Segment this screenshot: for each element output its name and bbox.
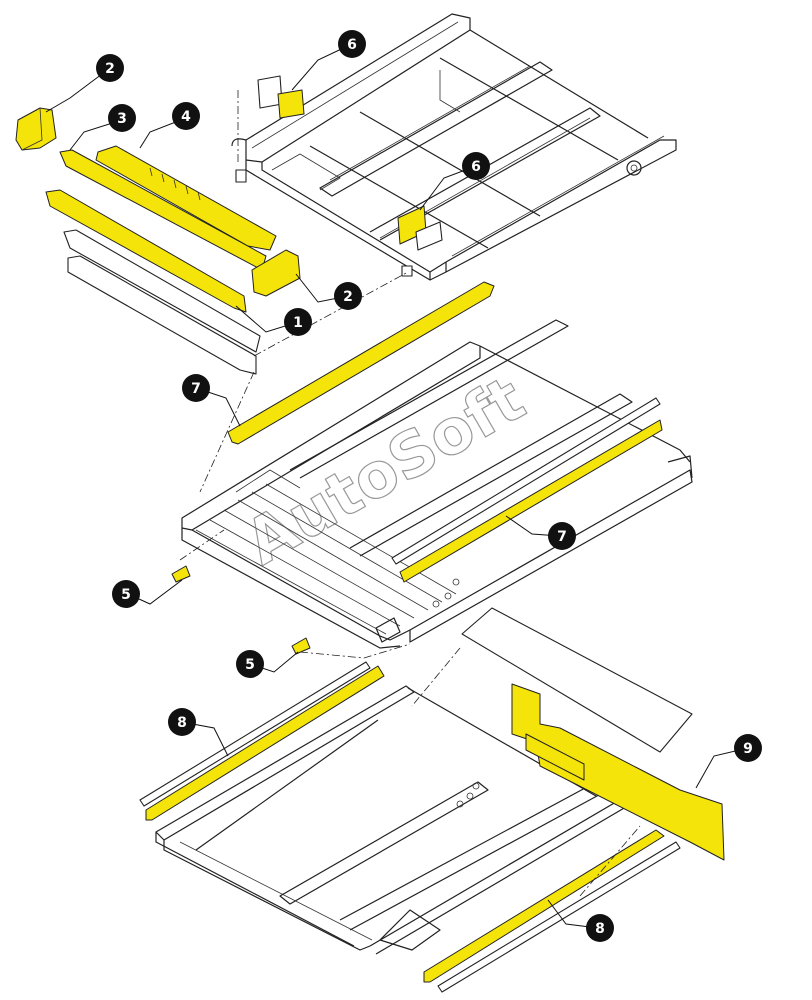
part-8-rail-left xyxy=(139,661,385,821)
callout-c8a: 8 xyxy=(168,708,196,736)
callout-circle xyxy=(462,152,490,180)
callout-label: 7 xyxy=(557,529,567,545)
part-7-rail-upper xyxy=(227,281,495,445)
callout-circle xyxy=(182,374,210,402)
callout-c7b: 7 xyxy=(548,522,576,550)
part-5-clip-upper xyxy=(171,565,191,583)
part-6-plate-upper xyxy=(257,75,305,119)
callout-circle xyxy=(112,580,140,608)
callout-label: 8 xyxy=(177,715,187,731)
callout-label: 7 xyxy=(191,381,201,397)
callout-label: 3 xyxy=(117,111,127,127)
middle-frame xyxy=(181,319,693,649)
callout-c2b: 2 xyxy=(334,282,362,310)
callout-label: 4 xyxy=(181,109,191,125)
callout-circle xyxy=(172,102,200,130)
part-9-panel-assembly xyxy=(461,607,725,861)
callout-c6b: 6 xyxy=(462,152,490,180)
lower-sill-rail xyxy=(63,229,261,375)
part-5-clip-lower xyxy=(291,637,311,655)
callout-circle xyxy=(168,708,196,736)
upper-frame xyxy=(231,13,677,281)
callout-circle xyxy=(96,54,124,82)
callout-label: 9 xyxy=(743,741,753,757)
callout-circle xyxy=(586,914,614,942)
callouts: 1 2 2 3 4 5 5 6 6 7 7 8 8 9 xyxy=(96,30,762,942)
callout-circle xyxy=(338,30,366,58)
callout-c6a: 6 xyxy=(338,30,366,58)
part-6-plate-lower xyxy=(397,205,443,251)
callout-circle xyxy=(334,282,362,310)
part-1-rail xyxy=(45,189,247,313)
callout-circle xyxy=(108,104,136,132)
callout-label: 2 xyxy=(343,289,353,305)
part-4-rail xyxy=(95,145,277,251)
lower-frame xyxy=(155,685,649,955)
callout-c2a: 2 xyxy=(96,54,124,82)
callout-c8b: 8 xyxy=(586,914,614,942)
part-7-rail-lower xyxy=(391,397,663,583)
callout-label: 5 xyxy=(245,657,255,673)
callout-c5b: 5 xyxy=(236,650,264,678)
callout-c3: 3 xyxy=(108,104,136,132)
part-2-bracket-left xyxy=(15,107,57,151)
callout-label: 6 xyxy=(347,37,357,53)
callout-c9: 9 xyxy=(734,734,762,762)
callout-circle xyxy=(284,308,312,336)
callout-c4: 4 xyxy=(172,102,200,130)
callout-label: 8 xyxy=(595,921,605,937)
callout-label: 5 xyxy=(121,587,131,603)
callout-label: 2 xyxy=(105,61,115,77)
callout-circle xyxy=(734,734,762,762)
callout-circle xyxy=(548,522,576,550)
callout-label: 1 xyxy=(293,315,303,331)
callout-c1: 1 xyxy=(284,308,312,336)
callout-circle xyxy=(236,650,264,678)
callout-c7a: 7 xyxy=(182,374,210,402)
alignment-lines xyxy=(179,90,641,897)
part-2-bracket-right xyxy=(251,249,301,297)
callout-label: 6 xyxy=(471,159,481,175)
callout-c5a: 5 xyxy=(112,580,140,608)
